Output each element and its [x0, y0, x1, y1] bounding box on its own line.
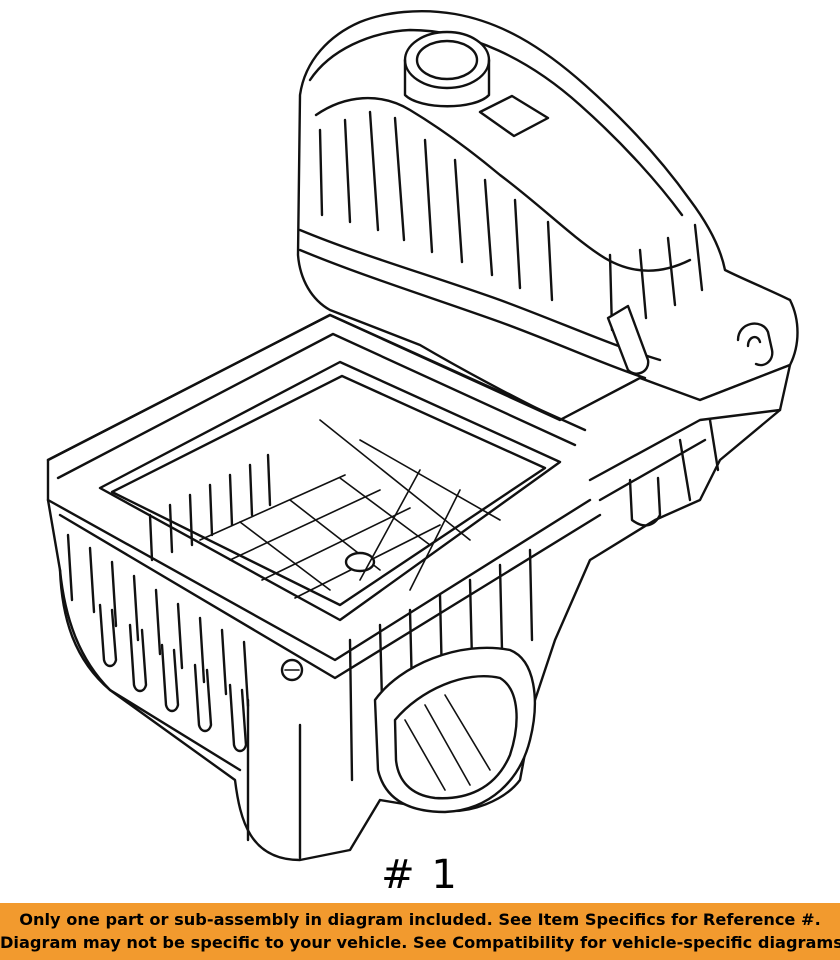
resonator-tank [296, 9, 799, 422]
reference-number-label: # 1 [381, 852, 459, 898]
lower-air-box [46, 313, 792, 862]
notice-line-1: Only one part or sub-assembly in diagram… [19, 910, 821, 929]
notice-line-2: Diagram may not be specific to your vehi… [0, 933, 840, 952]
notice-banner: Only one part or sub-assembly in diagram… [0, 903, 840, 960]
